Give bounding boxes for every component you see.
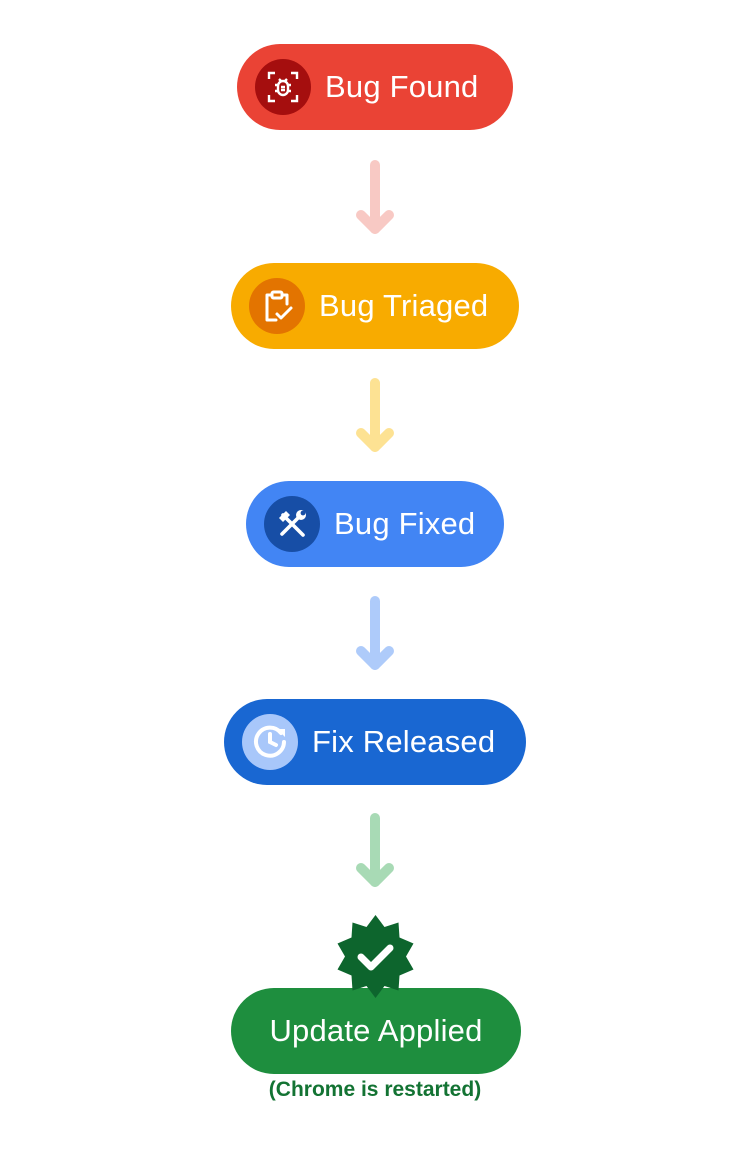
arrow-down-icon: [356, 160, 394, 234]
verified-badge-icon: [337, 915, 414, 998]
step-bug-fixed: Bug Fixed: [246, 481, 504, 567]
tools-icon: [264, 496, 320, 552]
step-label: Bug Triaged: [319, 288, 489, 323]
bug-scan-icon: [255, 59, 311, 115]
step-update-applied: Update Applied: [231, 988, 521, 1074]
step-label: Update Applied: [269, 1013, 483, 1048]
caption: (Chrome is restarted): [268, 1078, 482, 1101]
step-label: Bug Fixed: [334, 506, 476, 541]
update-clock-icon: [242, 714, 298, 770]
clipboard-check-icon: [249, 278, 305, 334]
arrow-down-icon: [356, 813, 394, 887]
arrow-down-icon: [356, 596, 394, 670]
step-fix-released: Fix Released: [224, 699, 526, 785]
step-bug-found: Bug Found: [237, 44, 513, 130]
arrow-down-icon: [356, 378, 394, 452]
step-label: Fix Released: [312, 724, 496, 759]
step-bug-triaged: Bug Triaged: [231, 263, 519, 349]
step-label: Bug Found: [325, 69, 479, 104]
